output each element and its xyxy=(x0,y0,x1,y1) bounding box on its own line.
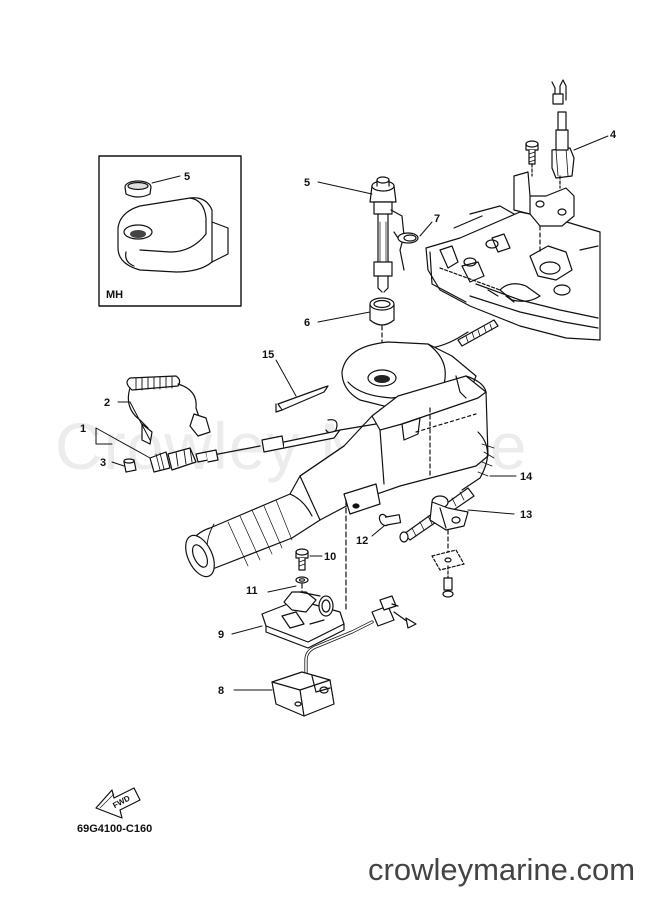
cap-3 xyxy=(123,458,137,473)
leader-5 xyxy=(317,181,373,195)
leader-2a xyxy=(129,401,151,441)
leader-4 xyxy=(573,135,609,151)
stop-switch-1 xyxy=(149,423,377,473)
collar-6 xyxy=(369,297,395,361)
callout-3: 3 xyxy=(100,457,106,469)
callout-2: 2 xyxy=(104,397,110,409)
leader-1 xyxy=(95,427,151,459)
cover-8 xyxy=(271,671,335,717)
bolt-4 xyxy=(525,140,539,177)
neutral-switch-4 xyxy=(551,79,575,189)
callout-5-inset: 5 xyxy=(184,171,190,183)
lanyard-cord-2 xyxy=(126,375,211,445)
clamp-13 xyxy=(429,495,469,531)
callout-9: 9 xyxy=(218,629,224,641)
pin-15 xyxy=(275,385,329,413)
inset-leader-5 xyxy=(151,175,181,184)
diagram-code: 69G4100-C160 xyxy=(77,823,153,835)
callout-15: 15 xyxy=(262,349,274,361)
inset-mh: 5 MH xyxy=(98,155,242,307)
leader-15 xyxy=(275,359,297,397)
leader-12 xyxy=(371,525,385,537)
screw-10 xyxy=(295,548,309,571)
wire-harness xyxy=(304,595,417,682)
inset-frame xyxy=(98,155,242,307)
inset-housing xyxy=(117,197,229,273)
inset-label: MH xyxy=(106,289,123,301)
switch-5 xyxy=(369,176,405,293)
switch-panel-9 xyxy=(261,591,345,649)
callout-12: 12 xyxy=(356,535,368,547)
callout-4: 4 xyxy=(610,129,617,141)
callout-5: 5 xyxy=(304,177,310,189)
callout-7: 7 xyxy=(434,213,440,225)
callout-8: 8 xyxy=(218,685,224,697)
leader-9 xyxy=(231,625,263,635)
clip-7 xyxy=(393,231,419,244)
inset-plug-5 xyxy=(124,180,152,198)
leader-6 xyxy=(317,311,371,323)
callout-14: 14 xyxy=(520,471,533,483)
callout-6: 6 xyxy=(304,317,310,329)
fwd-arrow-icon: FWD xyxy=(95,787,141,819)
callout-13: 13 xyxy=(520,509,532,521)
leader-3 xyxy=(111,461,125,467)
leader-13 xyxy=(467,509,515,515)
callout-10: 10 xyxy=(324,551,336,563)
upper-casing xyxy=(425,205,601,341)
steering-handle xyxy=(185,341,489,578)
leader-7 xyxy=(419,221,433,237)
clamp-plate xyxy=(431,529,465,598)
callout-1: 1 xyxy=(80,423,86,435)
neutral-switch-bracket xyxy=(513,171,575,253)
callout-11: 11 xyxy=(246,585,258,597)
screw-12 xyxy=(378,513,402,527)
leader-11 xyxy=(267,585,297,593)
site-footer: crowleymarine.com xyxy=(368,852,636,887)
